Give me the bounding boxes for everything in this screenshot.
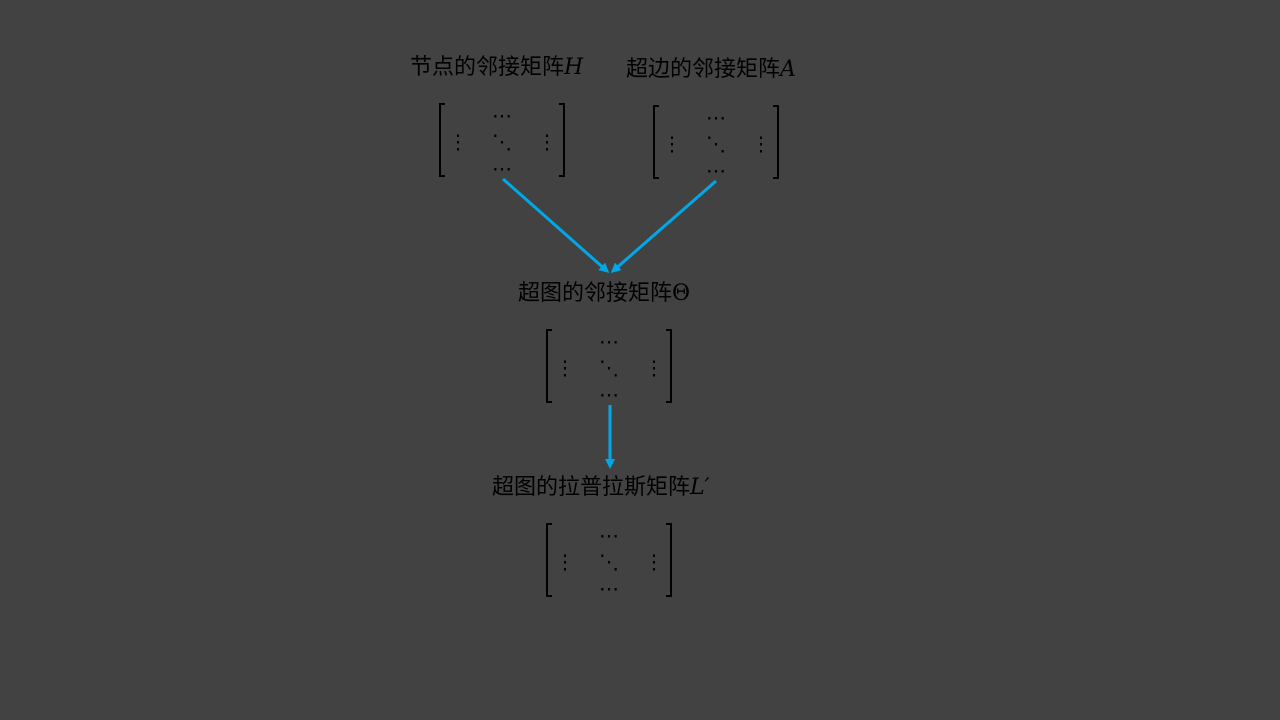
left-bracket: [546, 329, 552, 403]
matrix-svg: ⋯ ⋮ ⋱ ⋮ ⋯: [546, 523, 672, 598]
edge-adjacency-matrix: ⋯ ⋮ ⋱ ⋮ ⋯: [651, 105, 781, 179]
right-vdots: ⋮: [751, 132, 771, 156]
top-hdots: ⋯: [492, 104, 512, 128]
left-bracket: [653, 105, 659, 179]
left-bracket: [546, 523, 552, 597]
left-vdots: ⋮: [448, 130, 468, 154]
matrix-svg: ⋯ ⋮ ⋱ ⋮ ⋯: [439, 103, 565, 178]
matrix-svg: ⋯ ⋮ ⋱ ⋮ ⋯: [546, 329, 672, 404]
hypergraph-laplacian-label-text: 超图的拉普拉斯矩阵: [492, 475, 691, 500]
node-matrix-symbol: H: [564, 55, 584, 80]
edge-matrix-label-text: 超边的邻接矩阵: [626, 57, 781, 82]
hypergraph-adjacency-label: 超图的邻接矩阵Θ: [518, 280, 690, 308]
matrix-svg: ⋯ ⋮ ⋱ ⋮ ⋯: [653, 105, 779, 180]
center-ddots: ⋱: [706, 132, 726, 156]
left-vdots: ⋮: [555, 356, 575, 380]
left-bracket: [439, 103, 445, 177]
top-hdots: ⋯: [599, 330, 619, 354]
arrow-edge-to-hypergraph: [610, 179, 717, 273]
hypergraph-laplacian-symbol: L′: [690, 475, 710, 500]
bottom-hdots: ⋯: [599, 383, 619, 404]
right-bracket: [773, 105, 779, 179]
node-matrix-label: 节点的邻接矩阵H: [410, 54, 583, 82]
right-vdots: ⋮: [644, 356, 664, 380]
edge-matrix-label: 超边的邻接矩阵A: [626, 56, 796, 84]
right-bracket: [559, 103, 565, 177]
center-ddots: ⋱: [599, 356, 619, 380]
right-vdots: ⋮: [644, 550, 664, 574]
bottom-hdots: ⋯: [492, 157, 512, 178]
edge-matrix-symbol: A: [780, 57, 796, 82]
left-vdots: ⋮: [662, 132, 682, 156]
bottom-hdots: ⋯: [599, 577, 619, 598]
center-ddots: ⋱: [492, 130, 512, 154]
bottom-hdots: ⋯: [706, 159, 726, 180]
top-hdots: ⋯: [599, 524, 619, 548]
hypergraph-adjacency-label-text: 超图的邻接矩阵: [518, 281, 673, 306]
hypergraph-adjacency-matrix: ⋯ ⋮ ⋱ ⋮ ⋯: [544, 329, 674, 403]
center-ddots: ⋱: [599, 550, 619, 574]
left-vdots: ⋮: [555, 550, 575, 574]
top-hdots: ⋯: [706, 106, 726, 130]
right-vdots: ⋮: [537, 130, 557, 154]
arrow-node-to-hypergraph: [502, 177, 610, 273]
node-adjacency-matrix: ⋯ ⋮ ⋱ ⋮ ⋯: [437, 103, 567, 177]
right-bracket: [666, 523, 672, 597]
hypergraph-laplacian-label: 超图的拉普拉斯矩阵L′: [492, 474, 710, 502]
right-bracket: [666, 329, 672, 403]
hypergraph-laplacian-matrix: ⋯ ⋮ ⋱ ⋮ ⋯: [544, 523, 674, 597]
hypergraph-adjacency-symbol: Θ: [672, 281, 691, 306]
node-matrix-label-text: 节点的邻接矩阵: [410, 55, 565, 80]
